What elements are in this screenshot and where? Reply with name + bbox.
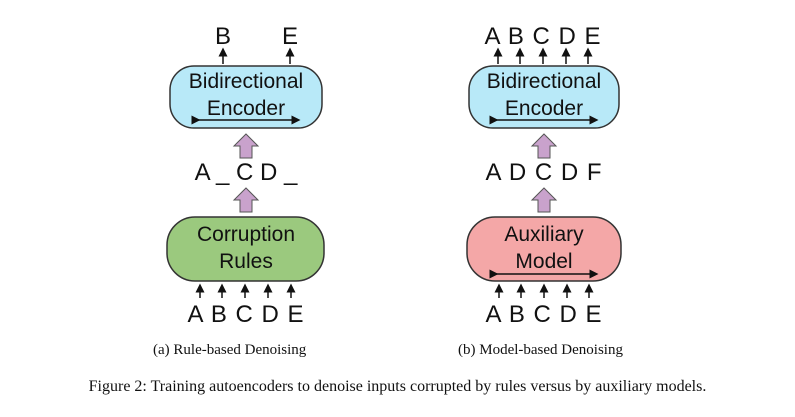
fat-up-arrow-icon xyxy=(232,187,260,213)
input-arrows xyxy=(494,283,594,298)
rules-label-line1: Corruption xyxy=(197,223,295,246)
fat-up-arrow-icon xyxy=(530,187,558,213)
bidirectional-encoder-box xyxy=(169,65,323,129)
input-tokens: A B C D E xyxy=(485,301,602,328)
corrupted-tokens: A D C D F xyxy=(485,159,602,186)
panel-a: B E Bidirectional Encoder A _ C D _ Corr… xyxy=(166,23,325,328)
rules-label-line2: Rules xyxy=(219,250,273,273)
encoder-label-line2: Encoder xyxy=(505,97,583,120)
fat-up-arrow-icon xyxy=(232,133,260,159)
output-tokens: A B C D E xyxy=(484,23,601,50)
model-label-line1: Auxiliary xyxy=(504,223,584,246)
input-tokens: A B C D E xyxy=(187,301,304,328)
subcaption-rule-based: (a) Rule-based Denoising xyxy=(153,342,307,358)
encoder-label-line1: Bidirectional xyxy=(189,70,303,93)
encoder-label-line1: Bidirectional xyxy=(487,70,601,93)
input-arrows xyxy=(195,283,296,298)
output-arrows xyxy=(493,47,593,64)
output-token-b: B xyxy=(215,23,231,50)
corruption-rules-box xyxy=(166,216,325,282)
figure-diagram: B E Bidirectional Encoder A _ C D _ Corr… xyxy=(166,23,622,328)
figure-caption: Figure 2: Training autoencoders to denoi… xyxy=(88,378,707,395)
bidirectional-encoder-box xyxy=(468,65,620,129)
corrupted-tokens: A _ C D _ xyxy=(195,159,298,186)
auxiliary-model-box xyxy=(466,216,622,282)
panel-b: A B C D E Bidirectional Encoder A D C D … xyxy=(466,23,622,328)
output-arrows xyxy=(218,47,295,64)
model-label-line2: Model xyxy=(515,250,572,273)
subcaption-model-based: (b) Model-based Denoising xyxy=(458,342,623,358)
encoder-label-line2: Encoder xyxy=(207,97,285,120)
fat-up-arrow-icon xyxy=(530,133,558,159)
output-token-e: E xyxy=(282,23,298,50)
